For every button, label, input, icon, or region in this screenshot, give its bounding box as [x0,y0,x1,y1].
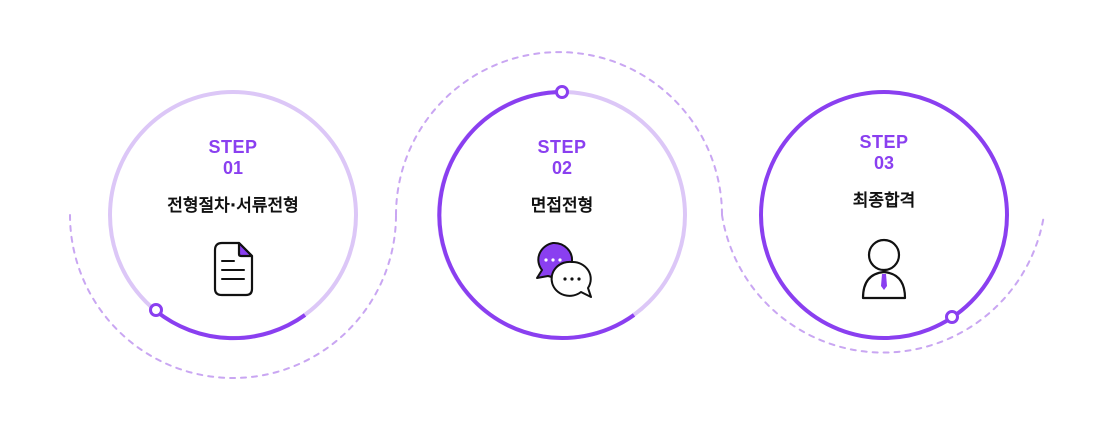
step-03-label: STEP 03 최종합격 [853,132,916,212]
step-03-circle [759,90,1009,340]
step-03-step-word: STEP [859,132,909,152]
person-with-tie-icon [861,238,907,300]
step-03-progress-dot [945,310,959,324]
dashed-arc-middle [395,51,723,216]
step-02-number: 02 [551,158,573,178]
step-02-circle [437,85,687,340]
chat-bubbles-icon [536,241,592,298]
step-01-circle [108,90,358,341]
dashed-arc-left [69,214,397,379]
step-02-label: STEP 02 면접전형 [531,137,594,217]
step-02-progress-dot [555,85,569,99]
step-02-step-word: STEP [537,137,587,157]
step-01-step-word: STEP [208,137,258,157]
step-01-number: 01 [222,158,244,178]
step-02-progress-arc [437,90,636,340]
step-01-label: STEP 01 전형절차·서류전형 [167,137,299,217]
step-03-title: 최종합격 [852,191,916,211]
document-icon [213,241,254,297]
step-01-progress-dot [149,303,163,317]
step-03-number: 03 [873,153,895,173]
dashed-arc-right [721,214,1045,354]
step-01-title: 전형절차·서류전형 [167,196,299,216]
dashed-connector-path [69,51,1045,379]
step-01-progress-arc [154,309,307,341]
step-02-title: 면접전형 [530,196,594,216]
step-03-progress-ring [759,90,1009,340]
